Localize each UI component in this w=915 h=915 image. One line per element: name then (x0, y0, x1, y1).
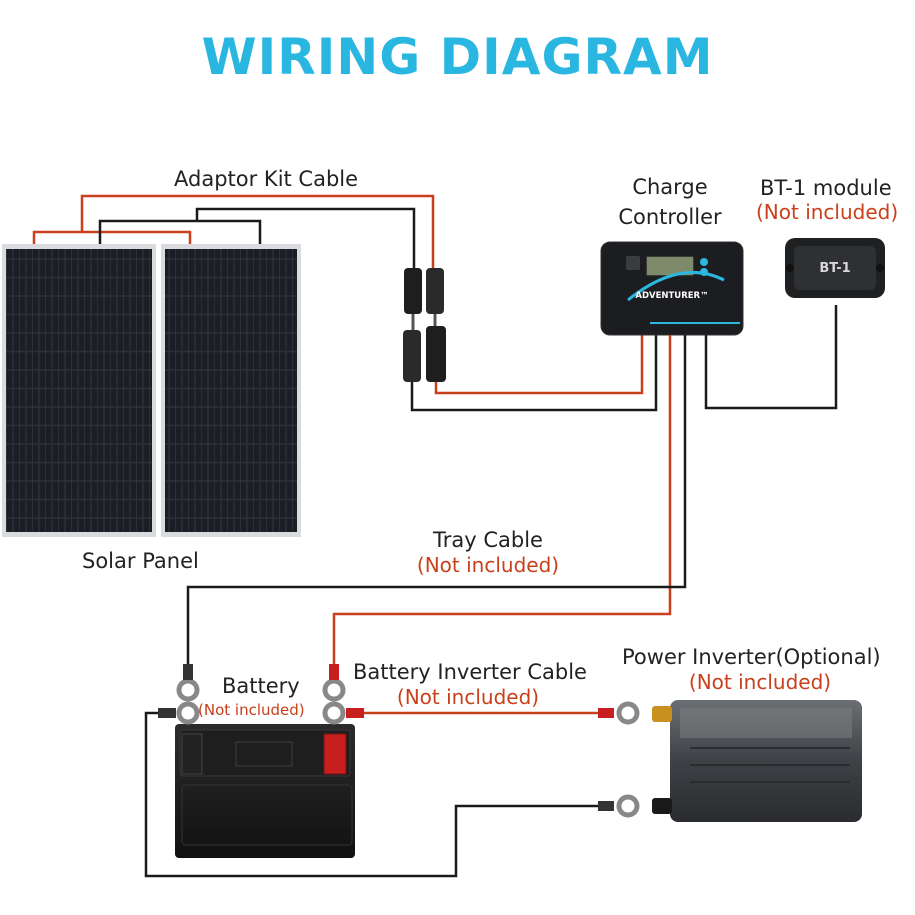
panel-wiring (32, 194, 435, 270)
battery-inverter-not-included-label: (Not included) (396, 685, 540, 709)
battery-terminals (158, 664, 364, 725)
solar-panel-label: Solar Panel (82, 549, 199, 573)
power-inverter-not-included-label: (Not included) (688, 670, 832, 694)
battery-label: Battery (222, 674, 300, 698)
page-title: WIRING DIAGRAM (201, 28, 714, 86)
bt1-cable (704, 305, 838, 410)
solar-panel-left (2, 244, 156, 537)
bt1-not-included-label: (Not included) (756, 200, 899, 224)
tray-not-included-label: (Not included) (416, 553, 560, 577)
charge-controller: ADVENTURER™ (600, 241, 744, 336)
mc4-connectors (403, 268, 446, 382)
tray-cable-label: Tray Cable (433, 528, 543, 552)
power-inverter (652, 700, 862, 822)
bt1-module-label: BT-1 module (760, 176, 892, 200)
controller-pv-wiring (410, 335, 658, 412)
charge-controller-label-line2: Controller (618, 205, 722, 229)
battery-not-included-label: (Not included) (198, 701, 305, 719)
power-inverter-label: Power Inverter(Optional) (622, 645, 881, 669)
battery-inverter-cable-label: Battery Inverter Cable (353, 660, 587, 684)
controller-brand-text: ADVENTURER™ (635, 291, 708, 301)
charge-controller-label-line1: Charge (632, 175, 708, 199)
solar-panel-right (161, 244, 301, 537)
inverter-ring-terminals (598, 701, 640, 818)
tray-cable (186, 335, 687, 668)
battery-inverter-cable (144, 711, 598, 878)
adaptor-kit-cable-label: Adaptor Kit Cable (174, 167, 359, 191)
battery (175, 724, 355, 858)
bt1-module: BT-1 (785, 238, 885, 298)
bt1-device-text: BT-1 (819, 261, 850, 276)
